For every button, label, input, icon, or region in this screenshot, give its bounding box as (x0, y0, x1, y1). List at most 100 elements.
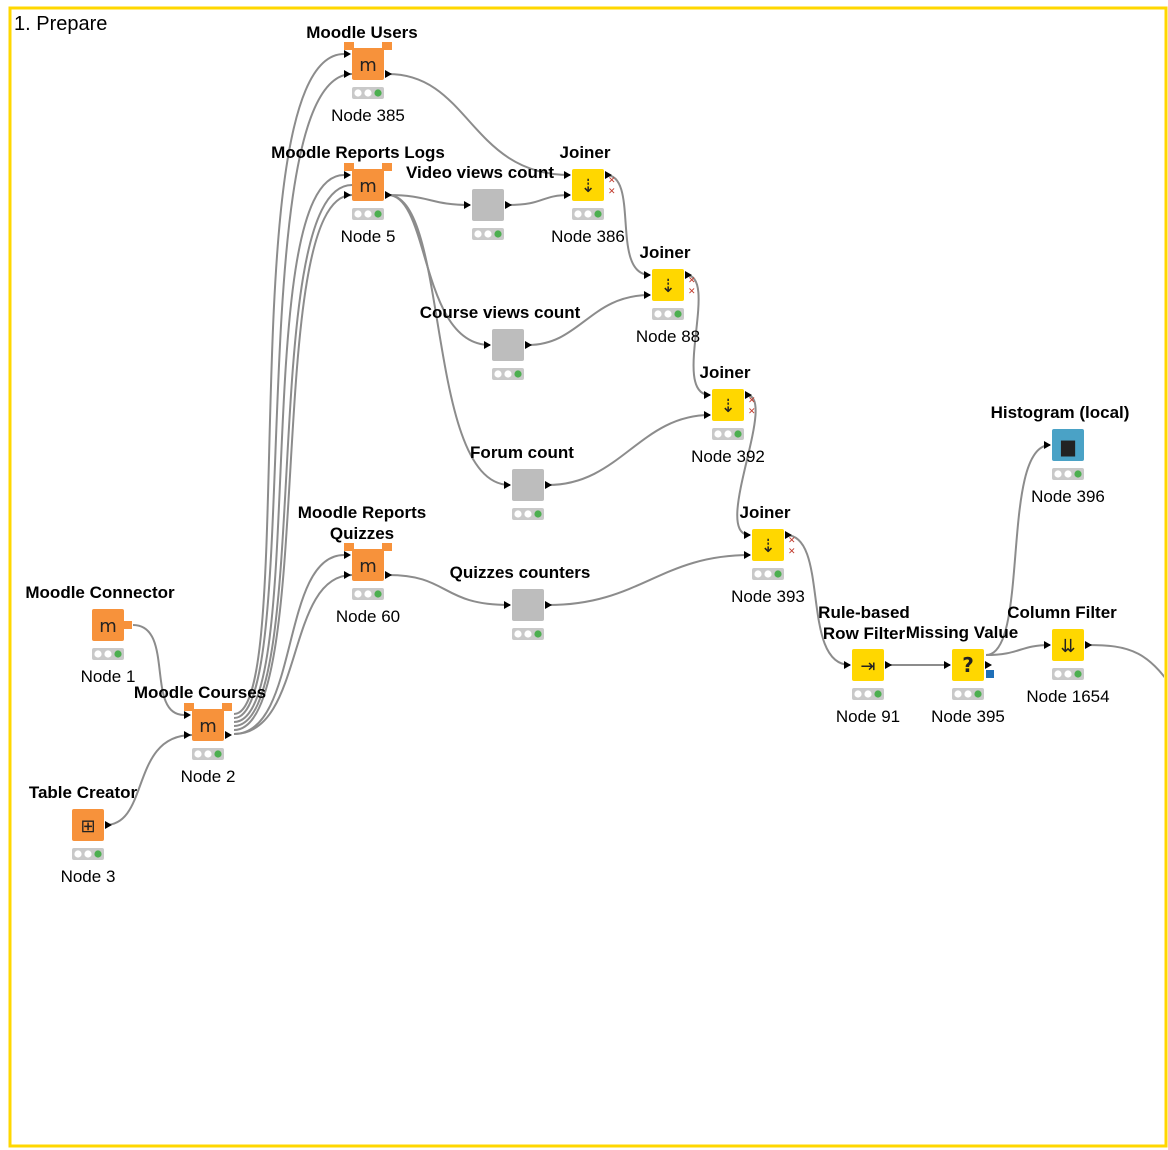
node-forum-count[interactable]: Forum count (470, 443, 574, 520)
input-port[interactable] (344, 551, 351, 559)
node-body[interactable] (472, 189, 504, 221)
moodle-logs-icon: m (359, 176, 377, 197)
input-port[interactable] (844, 661, 851, 669)
output-port[interactable] (1085, 641, 1092, 649)
missing-value-icon: ? (962, 653, 974, 677)
input-port[interactable] (504, 601, 511, 609)
node-column-filter[interactable]: Column Filter⇊Node 1654 (1007, 603, 1117, 706)
output-port[interactable] (745, 391, 752, 399)
node-body[interactable] (752, 529, 784, 561)
svg-text:m: m (99, 616, 117, 637)
node-joiner-392[interactable]: Joiner⇣✕✕Node 392 (691, 363, 765, 466)
annotation-label: 1. Prepare (14, 13, 107, 35)
node-body[interactable] (512, 589, 544, 621)
input-port[interactable] (644, 271, 651, 279)
node-title: Joiner (699, 363, 750, 382)
node-histogram-396[interactable]: Histogram (local)▆Node 396 (991, 403, 1130, 506)
input-port[interactable] (1044, 441, 1051, 449)
output-port[interactable] (685, 271, 692, 279)
node-body[interactable] (712, 389, 744, 421)
input-port[interactable] (744, 531, 751, 539)
input-port[interactable] (184, 711, 191, 719)
column-filter-icon: ⇊ (1060, 636, 1075, 657)
node-label: Node 3 (61, 867, 116, 886)
connector-port[interactable] (124, 621, 132, 629)
node-label: Node 395 (931, 707, 1005, 726)
moodle-connector-icon: m (99, 616, 117, 637)
input-port[interactable] (484, 341, 491, 349)
input-port[interactable] (704, 411, 711, 419)
output-port[interactable] (105, 821, 112, 829)
input-port[interactable] (344, 70, 351, 78)
output-port[interactable] (225, 731, 232, 739)
node-label: Node 2 (181, 767, 236, 786)
node-body[interactable] (92, 609, 124, 641)
output-port[interactable] (545, 601, 552, 609)
svg-text:⊞: ⊞ (80, 816, 95, 837)
node-body[interactable] (1052, 429, 1084, 461)
node-label: Node 385 (331, 106, 405, 125)
output-port[interactable] (545, 481, 552, 489)
input-port[interactable] (564, 191, 571, 199)
node-joiner-386[interactable]: Joiner⇣✕✕Node 386 (551, 143, 625, 246)
connection (605, 174, 651, 276)
node-missing-value[interactable]: Missing Value?Node 395 (906, 623, 1018, 726)
node-body[interactable] (512, 469, 544, 501)
input-port[interactable] (504, 481, 511, 489)
node-body[interactable] (352, 549, 384, 581)
connection (685, 274, 711, 396)
node-course-views-count[interactable]: Course views count (420, 303, 581, 380)
input-port[interactable] (1044, 641, 1051, 649)
output-port[interactable] (885, 661, 892, 669)
connection (132, 624, 185, 716)
output-port[interactable] (985, 661, 992, 669)
node-video-views-count[interactable]: Video views count (406, 163, 554, 240)
node-body[interactable] (192, 709, 224, 741)
svg-text:✕: ✕ (748, 396, 756, 406)
node-quizzes-counters[interactable]: Quizzes counters (450, 563, 591, 640)
input-port[interactable] (344, 191, 351, 199)
input-port[interactable] (944, 661, 951, 669)
input-port[interactable] (564, 171, 571, 179)
output-port[interactable] (505, 201, 512, 209)
svg-text:✕: ✕ (788, 536, 796, 546)
node-body[interactable] (72, 809, 104, 841)
output-port[interactable] (385, 571, 392, 579)
node-body[interactable] (952, 649, 984, 681)
node-label: Node 1 (81, 667, 136, 686)
node-body[interactable] (352, 169, 384, 201)
input-port[interactable] (184, 731, 191, 739)
input-port[interactable] (344, 571, 351, 579)
input-port[interactable] (644, 291, 651, 299)
input-port[interactable] (344, 50, 351, 58)
input-port[interactable] (464, 201, 471, 209)
node-body[interactable] (852, 649, 884, 681)
node-joiner-393[interactable]: Joiner⇣✕✕Node 393 (731, 503, 805, 606)
flow-port (382, 42, 392, 50)
node-body[interactable] (492, 329, 524, 361)
node-body[interactable] (572, 169, 604, 201)
output-port[interactable] (785, 531, 792, 539)
node-table-creator[interactable]: Table Creator⊞Node 3 (29, 783, 138, 886)
output-port[interactable] (385, 191, 392, 199)
model-port[interactable] (986, 670, 994, 678)
output-port[interactable] (385, 70, 392, 78)
input-port[interactable] (744, 551, 751, 559)
output-port[interactable] (605, 171, 612, 179)
node-body[interactable] (652, 269, 684, 301)
input-port[interactable] (704, 391, 711, 399)
node-joiner-88[interactable]: Joiner⇣✕✕Node 88 (636, 243, 700, 346)
svg-text:⇣: ⇣ (660, 276, 675, 297)
node-body[interactable] (352, 48, 384, 80)
input-port[interactable] (344, 171, 351, 179)
node-body[interactable] (1052, 629, 1084, 661)
output-port[interactable] (525, 341, 532, 349)
svg-text:?: ? (962, 653, 974, 677)
